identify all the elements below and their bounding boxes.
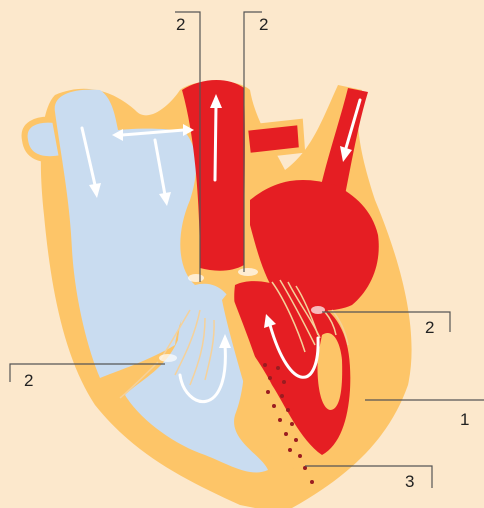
aorta-branch <box>245 122 302 156</box>
label-myocardium: 1 <box>460 410 469 429</box>
arrow-aorta-up <box>215 105 216 180</box>
label-valve-pulmonary: 2 <box>176 15 185 34</box>
vena-cava-stub <box>25 120 62 160</box>
label-valve-aortic: 2 <box>259 15 268 34</box>
label-valve-tricuspid: 2 <box>24 371 33 390</box>
label-conduction: 3 <box>405 472 414 491</box>
label-valve-mitral: 2 <box>425 318 434 337</box>
